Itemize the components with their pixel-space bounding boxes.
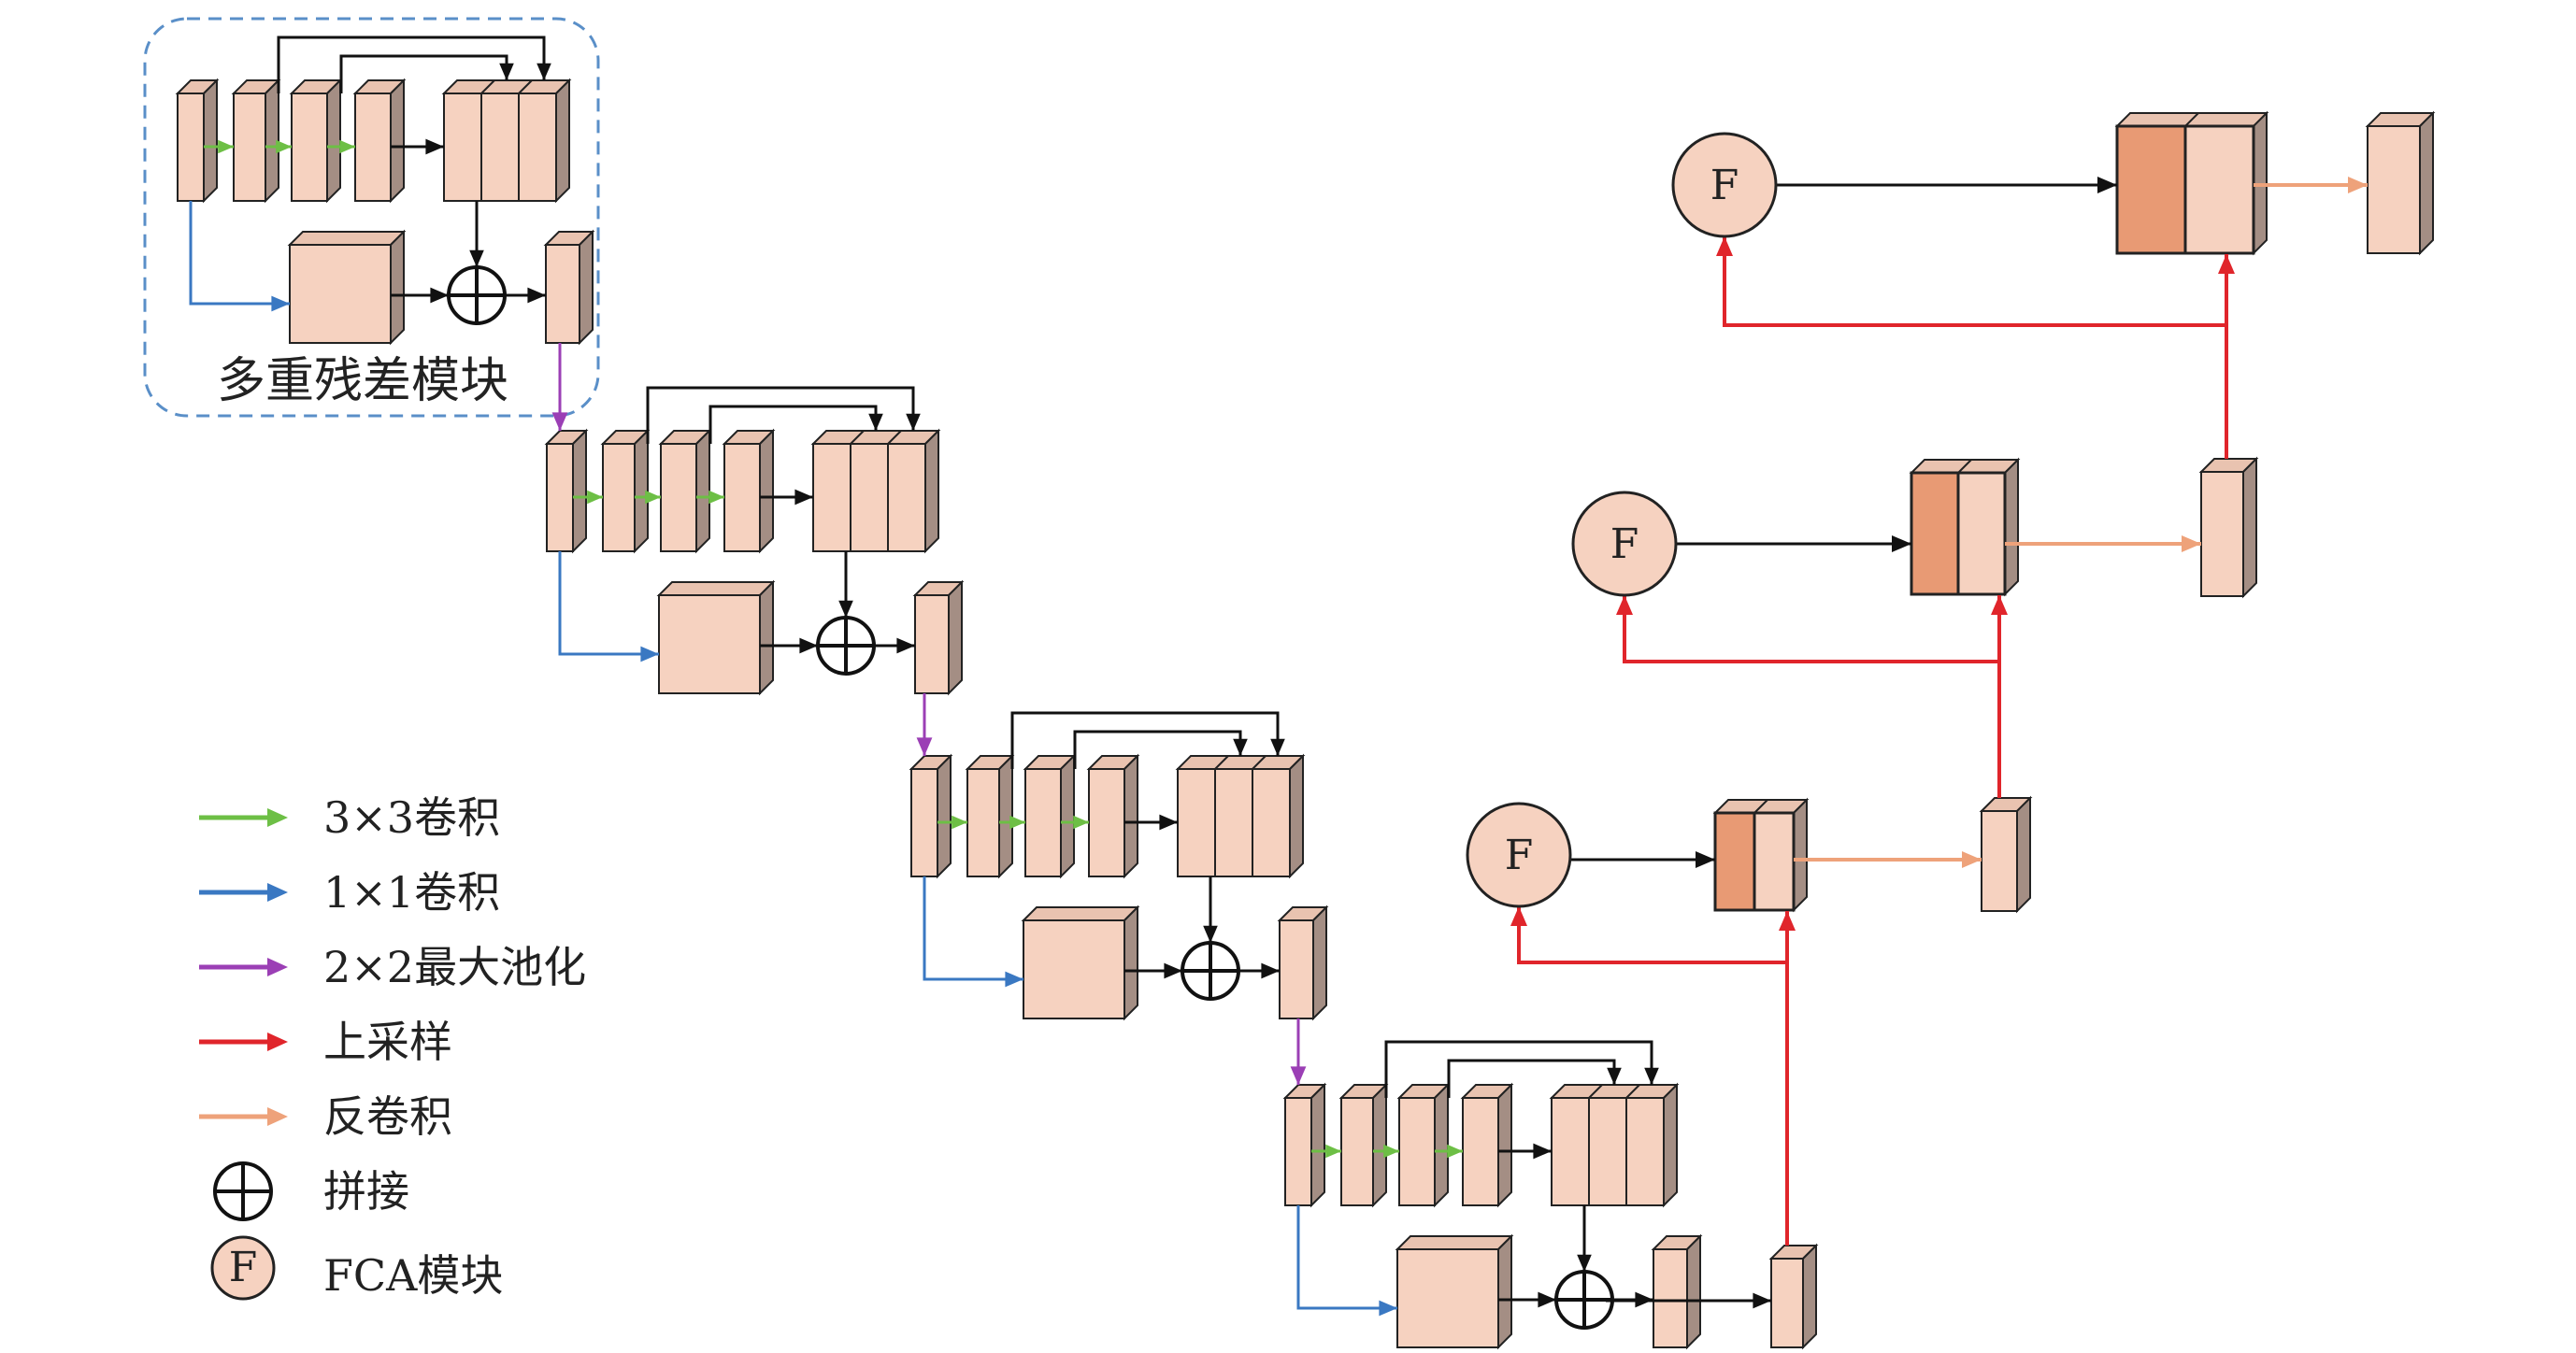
dec3-output-block — [2365, 110, 2436, 256]
connections-layer — [189, 36, 2368, 1330]
enc1-input-block — [175, 78, 220, 204]
up-to-fca3-arrow — [1723, 236, 2226, 327]
dec1-output-block — [1979, 795, 2033, 914]
residual-module-frame — [143, 17, 600, 418]
enc3-skip-line-1 — [1010, 711, 1280, 769]
enc2-output-block — [912, 579, 965, 696]
concat-plus-icon — [213, 1161, 273, 1221]
enc2-shortcut-block — [656, 579, 776, 696]
enc1-shortcut-block — [287, 229, 407, 346]
purple-arrow-icon — [199, 958, 288, 976]
enc4-output-block — [1651, 1233, 1703, 1350]
fca-letter: F — [1505, 832, 1534, 879]
dec1-concat-block — [1712, 797, 1810, 913]
enc3-input-block — [909, 753, 953, 879]
legend-label: 2×2最大池化 — [323, 942, 586, 992]
enc2-conv-block-3 — [722, 428, 776, 554]
enc4-shortcut-block — [1395, 1233, 1514, 1350]
enc1-skip-line-1 — [277, 36, 546, 93]
enc2-conv-block-1 — [600, 428, 651, 554]
orange-arrow-icon — [199, 1107, 288, 1126]
fca-circle-3: F — [1671, 132, 1778, 238]
legend-item-6: 拼接 — [213, 1161, 409, 1221]
legend-fca-letter: F — [229, 1244, 258, 1291]
legend-label: FCA模块 — [323, 1250, 503, 1301]
dec2-output-block — [2198, 456, 2259, 599]
enc4-conv-block-3 — [1460, 1082, 1514, 1208]
enc3-concat-plus — [1181, 941, 1240, 1001]
dec3-concat-block — [2114, 110, 2269, 256]
legend-item-1: 3×3卷积 — [199, 792, 500, 843]
blue-arrow-icon — [199, 883, 288, 902]
legend-item-3: 2×2最大池化 — [199, 942, 586, 992]
enc4-conv1-arrow — [1296, 1205, 1397, 1310]
red-arrow-icon — [199, 1033, 288, 1051]
enc4-input-block — [1282, 1082, 1327, 1208]
enc3-conv1-arrow — [923, 876, 1023, 981]
enc1-output-block — [543, 229, 595, 346]
legend-item-2: 1×1卷积 — [199, 867, 500, 918]
legend-label: 上采样 — [323, 1017, 452, 1067]
enc1-concat-block — [441, 78, 572, 204]
enc2-skip-line-1 — [646, 386, 915, 444]
fca-circle-2: F — [1571, 491, 1678, 597]
enc4-conv-block-2 — [1396, 1082, 1451, 1208]
enc3-output-block — [1277, 904, 1329, 1021]
enc4-concat-plus — [1554, 1270, 1614, 1330]
legend-item-5: 反卷积 — [199, 1091, 452, 1142]
enc3-conv-block-3 — [1086, 753, 1140, 879]
fca-circle-icon: F — [210, 1235, 276, 1301]
module-title: 多重残差模块 — [217, 353, 508, 409]
enc2-concat-plus — [816, 616, 876, 676]
enc1-concat-plus — [447, 265, 507, 325]
enc2-input-block — [544, 428, 589, 554]
enc2-conv1-arrow — [558, 551, 659, 656]
legend-item-7: F FCA模块 — [210, 1235, 503, 1301]
up-to-fca1-arrow — [1517, 906, 1787, 964]
blocks-layer — [175, 78, 2436, 1350]
legend-label: 反卷积 — [323, 1091, 452, 1142]
enc3-concat-block — [1175, 753, 1306, 879]
enc1-conv-block-1 — [231, 78, 281, 204]
enc2-conv-block-2 — [658, 428, 712, 554]
enc1-conv-block-2 — [289, 78, 343, 204]
green-arrow-icon — [199, 808, 288, 827]
enc1-conv-block-3 — [352, 78, 407, 204]
enc3-conv-block-2 — [1023, 753, 1077, 879]
enc4-skip-line-1 — [1384, 1040, 1653, 1098]
dec2-concat-block — [1909, 457, 2021, 597]
fca-layer: F F F — [1466, 132, 1778, 908]
fca-letter: F — [1710, 162, 1739, 209]
dec-bottom-block — [1768, 1243, 1819, 1350]
legend-label: 1×1卷积 — [323, 867, 500, 918]
enc1-conv1-arrow — [189, 201, 290, 306]
up-to-fca2-arrow — [1623, 595, 1999, 663]
enc3-conv-block-1 — [965, 753, 1015, 879]
legend-label: 3×3卷积 — [323, 792, 500, 843]
fca-letter: F — [1610, 520, 1639, 568]
legend-item-4: 上采样 — [199, 1017, 452, 1067]
enc4-concat-block — [1549, 1082, 1680, 1208]
enc3-shortcut-block — [1021, 904, 1140, 1021]
fca-circle-1: F — [1466, 802, 1572, 908]
enc2-concat-block — [810, 428, 941, 554]
legend-label: 拼接 — [323, 1166, 409, 1217]
enc4-conv-block-1 — [1338, 1082, 1389, 1208]
